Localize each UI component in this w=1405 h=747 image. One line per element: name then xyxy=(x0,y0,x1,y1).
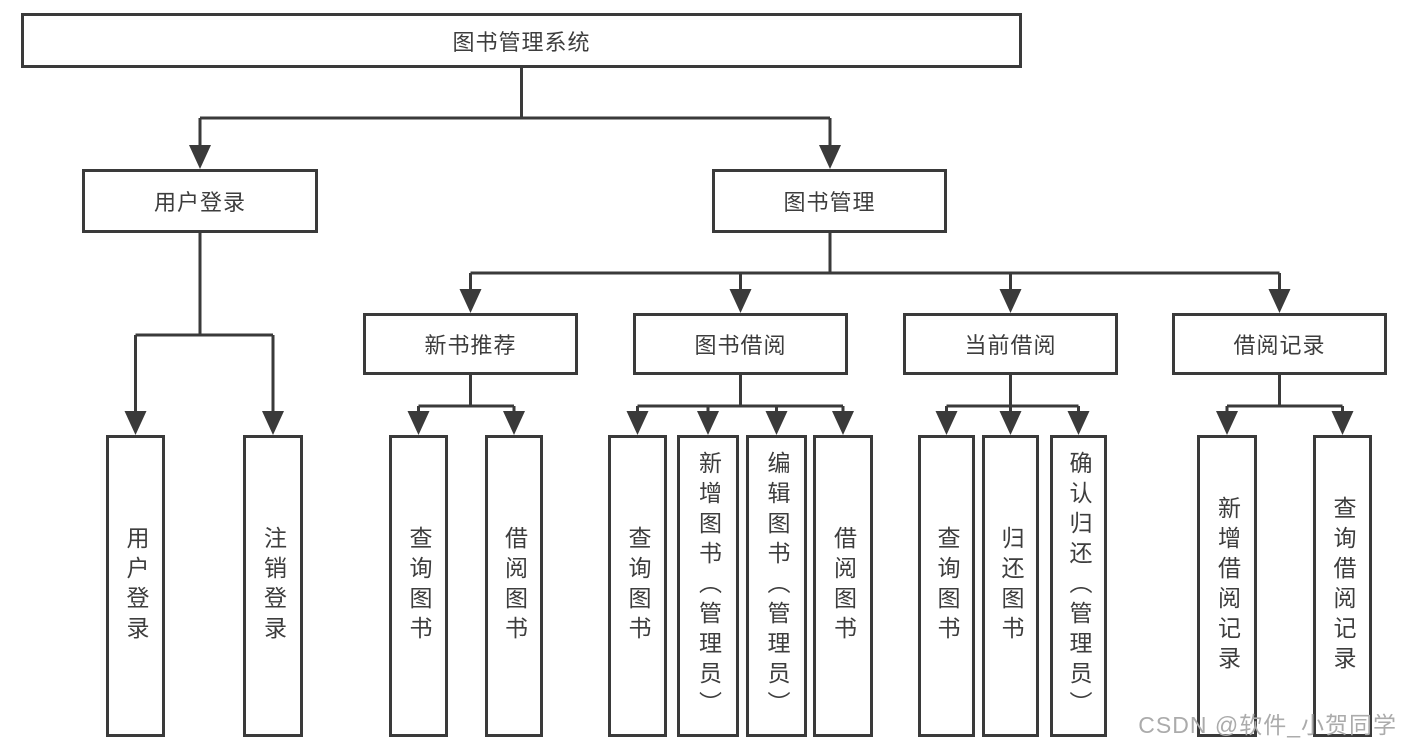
node-borrow-edit-books-admin: 编辑图书（管理员） xyxy=(746,435,807,737)
node-book-borrow: 图书借阅 xyxy=(633,313,848,375)
node-recommend-query-books: 查询图书 xyxy=(389,435,448,737)
node-login-child-logout: 注销登录 xyxy=(243,435,303,737)
node-records-query-record: 查询借阅记录 xyxy=(1313,435,1372,737)
node-new-book-recommend: 新书推荐 xyxy=(363,313,578,375)
node-current-return-books: 归还图书 xyxy=(982,435,1039,737)
node-recommend-borrow-books: 借阅图书 xyxy=(485,435,543,737)
node-root: 图书管理系统 xyxy=(21,13,1022,68)
node-current-confirm-return-admin: 确认归还（管理员） xyxy=(1050,435,1107,737)
node-borrow-records: 借阅记录 xyxy=(1172,313,1387,375)
node-borrow-add-books-admin: 新增图书（管理员） xyxy=(677,435,739,737)
connector-arrowheads xyxy=(124,145,1354,435)
watermark: CSDN @软件_小贺同学 xyxy=(1138,712,1397,738)
node-current-query-books: 查询图书 xyxy=(918,435,975,737)
connector-lines xyxy=(134,68,1344,412)
node-current-borrow: 当前借阅 xyxy=(903,313,1118,375)
node-book-management: 图书管理 xyxy=(712,169,947,233)
node-records-add-record: 新增借阅记录 xyxy=(1197,435,1257,737)
node-borrow-query-books: 查询图书 xyxy=(608,435,667,737)
node-login-child-user-login: 用户登录 xyxy=(106,435,165,737)
node-borrow-borrow-books: 借阅图书 xyxy=(813,435,873,737)
node-user-login: 用户登录 xyxy=(82,169,318,233)
